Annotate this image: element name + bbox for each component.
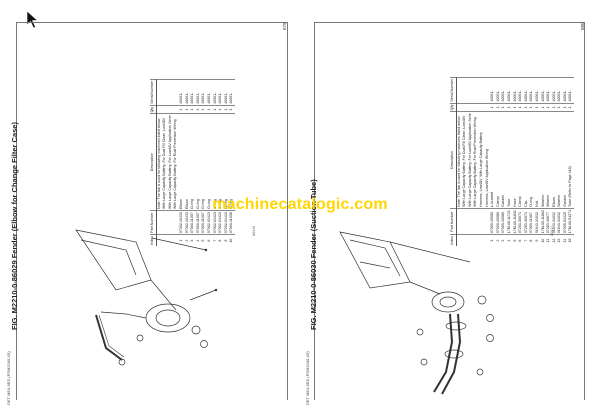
page-border-left — [314, 22, 315, 400]
page-border-top — [16, 22, 288, 23]
fender-suction-tube-diagram — [339, 231, 494, 395]
page-border-left — [16, 22, 17, 400]
right-catalog-page: Index Part Number Description Qty Serial… — [300, 0, 596, 417]
diagram-reference: A0417 — [550, 225, 554, 236]
fender-elbow-diagram — [75, 229, 218, 366]
col-serial: Serial Number — [450, 77, 457, 104]
row-serial: 40001- — [568, 77, 575, 104]
mouse-pointer-icon — [26, 10, 39, 29]
page-border-top — [314, 22, 585, 23]
row-index: 15 — [568, 234, 575, 246]
col-serial: Serial Number — [150, 79, 157, 106]
row-qty: 1 — [229, 105, 235, 114]
page-border-right — [287, 22, 288, 400]
parts-table: Index Part Number Description Qty Serial… — [450, 77, 575, 246]
left-catalog-page: Index Part Number Description Qty Serial… — [0, 0, 296, 417]
table-body: Note: The fab is used for following mach… — [456, 77, 575, 246]
row-serial: 40001- — [229, 79, 235, 106]
page-border-right — [584, 22, 585, 400]
row-qty: 1 — [568, 103, 575, 112]
page-number: 880 — [580, 22, 585, 30]
row-description: Tube (Refer to Page 416) — [568, 111, 575, 209]
page-number: 879 — [282, 22, 287, 30]
row-description: With Large Capacity Battery, For Dual Fi… — [462, 111, 468, 209]
diagram-reference: A0416 — [252, 225, 256, 236]
watermark-text: machinecatalogic.com — [212, 196, 388, 213]
page-footer: DET ME4-9ES (PSM2040-X9) — [305, 351, 310, 405]
page-footer: DET ME4-9ES (PSM2040-X9) — [6, 351, 11, 405]
figure-title: FIG. M2210-0-86029 Fender (Elbow for Cha… — [10, 122, 19, 330]
